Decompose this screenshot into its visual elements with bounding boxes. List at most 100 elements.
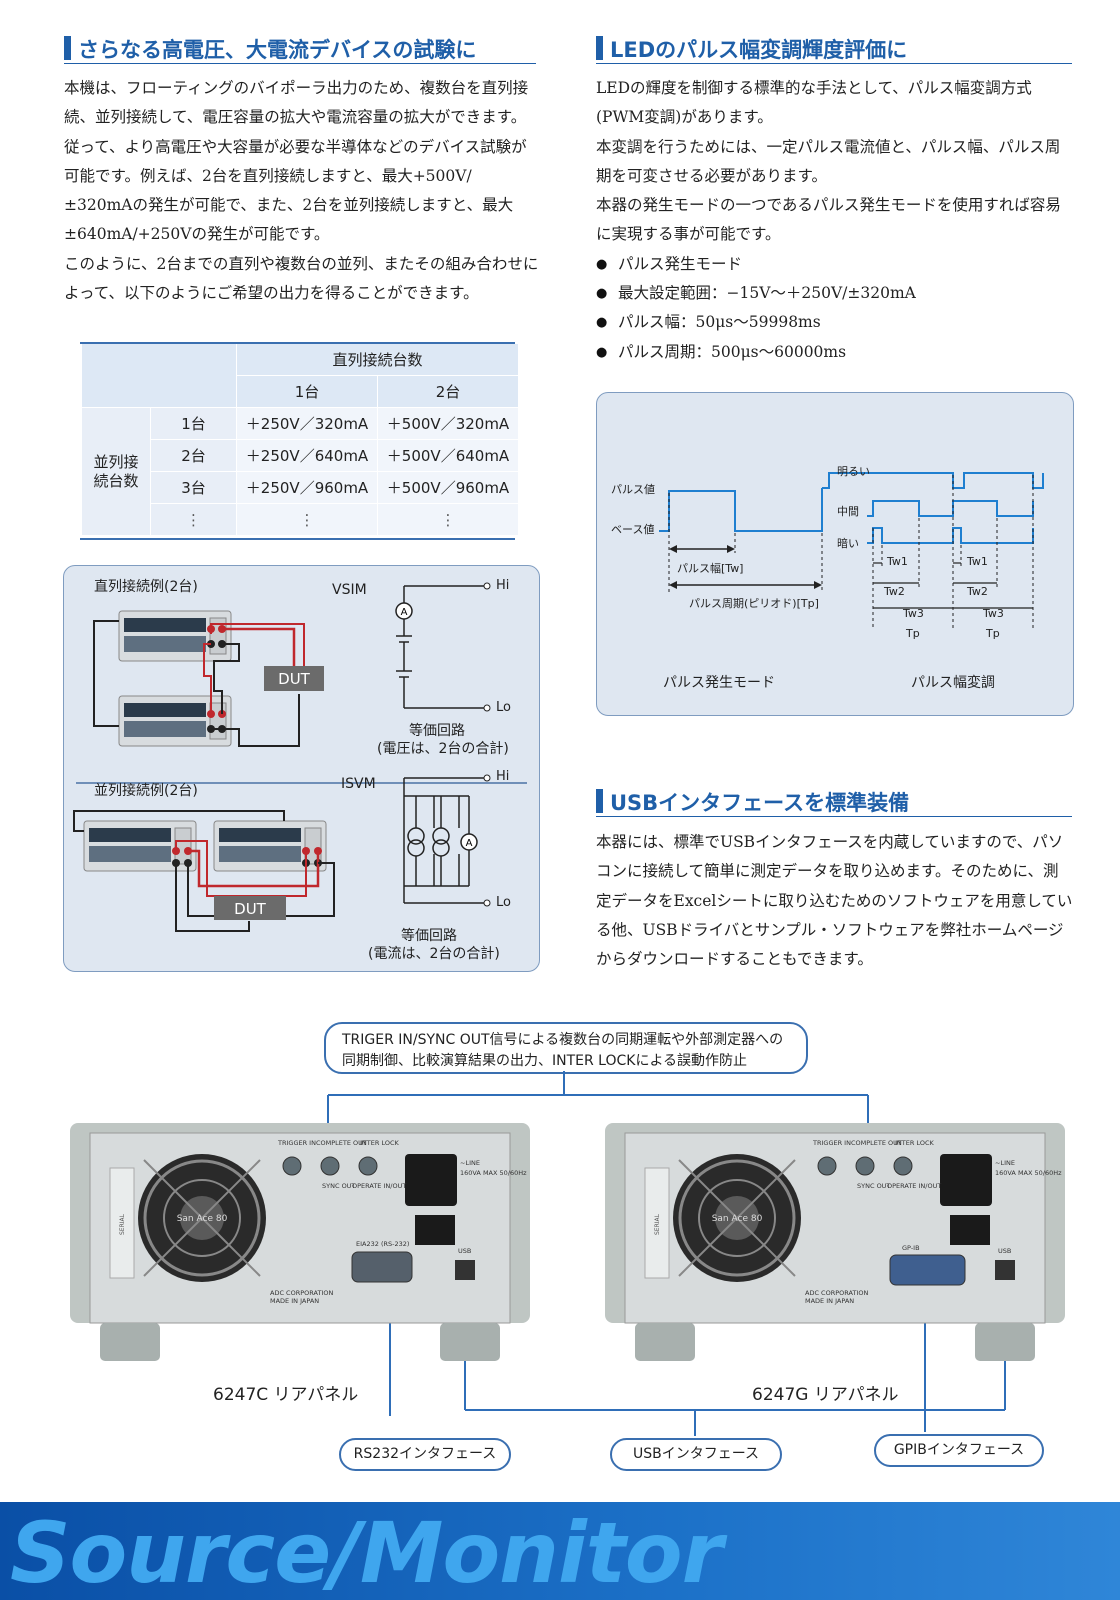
list-item: 最大設定範囲：−15V〜＋250V/±320mA bbox=[596, 279, 1074, 309]
parallel-mode-label: ISVM bbox=[341, 776, 376, 792]
svg-text:San Ace 80: San Ace 80 bbox=[177, 1214, 228, 1224]
tp-label: Tp bbox=[906, 627, 920, 640]
callout-line-1: TRIGER IN/SYNC OUT信号による複数台の同期運転や外部測定器への bbox=[342, 1032, 784, 1048]
svg-text:MADE IN JAPAN: MADE IN JAPAN bbox=[805, 1297, 854, 1305]
dut-label: DUT bbox=[234, 900, 267, 918]
parallel-equiv-note: (電流は、2台の合計) bbox=[368, 946, 500, 962]
list-item: パルス発生モード bbox=[596, 250, 1074, 280]
svg-text:INTER LOCK: INTER LOCK bbox=[895, 1139, 934, 1147]
svg-text:160VA MAX 50/60Hz: 160VA MAX 50/60Hz bbox=[460, 1169, 527, 1177]
high-voltage-paragraph-2: このように、2台までの直列や複数台の並列、またその組み合わせによって、以下のよう… bbox=[64, 254, 539, 303]
svg-text:~LINE: ~LINE bbox=[995, 1159, 1015, 1167]
dut-box bbox=[264, 666, 324, 691]
svg-text:A: A bbox=[466, 838, 473, 849]
connection-diagram: DUT A bbox=[73, 582, 527, 932]
dut-label: DUT bbox=[278, 670, 311, 688]
dut-box bbox=[214, 896, 286, 920]
tp-label: Tp bbox=[986, 627, 1000, 640]
svg-text:OPERATE IN/OUT: OPERATE IN/OUT bbox=[887, 1182, 941, 1190]
heading-bar bbox=[596, 789, 603, 813]
dark-waveform bbox=[867, 527, 1034, 544]
svg-text:ADC CORPORATION: ADC CORPORATION bbox=[805, 1289, 868, 1297]
series-hi-label: Hi bbox=[496, 578, 510, 593]
parallel-example-title: 並列接続例(2台) bbox=[94, 783, 198, 799]
instrument-icon bbox=[118, 695, 232, 747]
pulse-waveform bbox=[659, 488, 823, 532]
parallel-equiv-label: 等価回路 bbox=[401, 928, 457, 944]
led-paragraph-2: 本変調を行うためには、一定パルス電流値と、パルス幅、パルス周期を可変させる必要が… bbox=[596, 137, 1061, 185]
callout-line-2: 同期制御、比較演算結果の出力、INTER LOCKによる誤動作防止 bbox=[342, 1053, 748, 1069]
svg-text:~LINE: ~LINE bbox=[460, 1159, 480, 1167]
usb-paragraph-1: 本器には、標準でUSBインタフェースを内蔵していますので、パソコンに接続して簡単… bbox=[596, 833, 1073, 969]
heading-bar bbox=[64, 36, 71, 60]
rear-panel-6247g-label: 6247G リアパネル bbox=[752, 1385, 899, 1405]
gpib-callout: GPIBインタフェース bbox=[874, 1434, 1044, 1467]
svg-text:SYNC OUT: SYNC OUT bbox=[322, 1182, 355, 1190]
sync-feature-callout: TRIGER IN/SYNC OUT信号による複数台の同期運転や外部測定器への … bbox=[324, 1022, 808, 1074]
heading-bar bbox=[596, 36, 603, 60]
svg-text:OPERATE IN/OUT: OPERATE IN/OUT bbox=[352, 1182, 406, 1190]
high-voltage-paragraph-1: 本機は、フローティングのバイポーラ出力のため、複数台を直列接続、並列接続して、電… bbox=[64, 79, 529, 244]
svg-text:EIA232 (RS-232): EIA232 (RS-232) bbox=[356, 1240, 409, 1248]
connection-diagram-panel: DUT A bbox=[63, 565, 540, 972]
svg-text:160VA MAX 50/60Hz: 160VA MAX 50/60Hz bbox=[995, 1169, 1062, 1177]
section-heading-led: LEDのパルス幅変調輝度評価に bbox=[596, 33, 1072, 64]
series-equiv-note: (電圧は、2台の合計) bbox=[377, 741, 509, 757]
table-cell: ＋500V／640mA bbox=[377, 439, 519, 472]
svg-text:COMPLETE OUT: COMPLETE OUT bbox=[316, 1139, 367, 1147]
instrument-icon bbox=[118, 610, 232, 662]
pulse-diagram-panel: パルス値 ベース値 パルス幅[Tw] パルス周期(ピリオド)[Tp] 明るい 中… bbox=[596, 392, 1074, 716]
medium-waveform bbox=[867, 500, 1034, 517]
pwm-caption: パルス幅変調 bbox=[911, 675, 995, 691]
dark-label: 暗い bbox=[837, 537, 859, 550]
svg-text:TRIGGER IN: TRIGGER IN bbox=[812, 1139, 851, 1147]
list-item: パルス周期：500μs〜60000ms bbox=[596, 338, 1074, 368]
instrument-icon bbox=[213, 820, 327, 872]
led-body: LEDの輝度を制御する標準的な手法として、パルス幅変調方式(PWM変調)がありま… bbox=[596, 74, 1074, 367]
pulse-mode-caption: パルス発生モード bbox=[663, 675, 775, 691]
svg-text:TRIGGER IN: TRIGGER IN bbox=[277, 1139, 316, 1147]
table-cell: ＋250V／320mA bbox=[236, 407, 378, 440]
svg-text:SERIAL: SERIAL bbox=[654, 1213, 661, 1235]
usb-body: 本器には、標準でUSBインタフェースを内蔵していますので、パソコンに接続して簡単… bbox=[596, 828, 1074, 974]
rear-panel-6247g bbox=[605, 1123, 1065, 1361]
tw2-label: Tw2 bbox=[967, 585, 988, 598]
series-count-header: 直列接続台数 bbox=[236, 343, 519, 376]
rs232-callout: RS232インタフェース bbox=[339, 1438, 511, 1471]
svg-text:A: A bbox=[401, 607, 408, 618]
pulse-value-label: パルス値 bbox=[611, 483, 655, 496]
base-value-label: ベース値 bbox=[611, 523, 655, 536]
table-row-count: 3台 bbox=[150, 471, 237, 504]
svg-text:GP-IB: GP-IB bbox=[902, 1244, 920, 1252]
tw3-label: Tw3 bbox=[903, 607, 924, 620]
svg-text:SYNC OUT: SYNC OUT bbox=[857, 1182, 890, 1190]
table-cell: ⋮ bbox=[236, 503, 378, 536]
high-voltage-body: 本機は、フローティングのバイポーラ出力のため、複数台を直列接続、並列接続して、電… bbox=[64, 74, 539, 308]
table-row-count: 1台 bbox=[150, 407, 237, 440]
list-item: パルス幅：50μs〜59998ms bbox=[596, 308, 1074, 338]
pulse-width-label: パルス幅[Tw] bbox=[677, 562, 744, 575]
led-spec-list: パルス発生モード 最大設定範囲：−15V〜＋250V/±320mA パルス幅：5… bbox=[596, 250, 1074, 367]
svg-text:USB: USB bbox=[458, 1247, 471, 1255]
tw3-label: Tw3 bbox=[983, 607, 1004, 620]
section-heading-high-voltage: さらなる高電圧、大電流デバイスの試験に bbox=[64, 33, 536, 64]
parallel-lo-label: Lo bbox=[496, 895, 511, 910]
connection-spec-table: 直列接続台数 1台 2台 並列接続台数 1台 ＋250V／320mA ＋500V… bbox=[81, 343, 519, 536]
series-example-title: 直列接続例(2台) bbox=[94, 579, 198, 595]
pulse-period-label: パルス周期(ピリオド)[Tp] bbox=[689, 597, 819, 610]
footer-banner: Source/Monitor bbox=[0, 1502, 1120, 1600]
led-paragraph-1: LEDの輝度を制御する標準的な手法として、パルス幅変調方式(PWM変調)がありま… bbox=[596, 79, 1032, 127]
series-col-2: 2台 bbox=[377, 375, 519, 408]
table-corner bbox=[81, 343, 237, 408]
rear-panel-6247c-label: 6247C リアパネル bbox=[213, 1385, 359, 1405]
series-mode-label: VSIM bbox=[332, 582, 367, 598]
heading-text: さらなる高電圧、大電流デバイスの試験に bbox=[78, 38, 477, 62]
heading-text: USBインタフェースを標準装備 bbox=[610, 791, 910, 815]
svg-text:San Ace 80: San Ace 80 bbox=[712, 1214, 763, 1224]
svg-text:ADC CORPORATION: ADC CORPORATION bbox=[270, 1289, 333, 1297]
svg-text:INTER LOCK: INTER LOCK bbox=[360, 1139, 399, 1147]
pulse-diagram bbox=[659, 472, 1044, 628]
heading-text: LEDのパルス幅変調輝度評価に bbox=[610, 38, 908, 62]
table-row-count: ⋮ bbox=[150, 503, 237, 536]
tw1-label: Tw1 bbox=[967, 555, 988, 568]
